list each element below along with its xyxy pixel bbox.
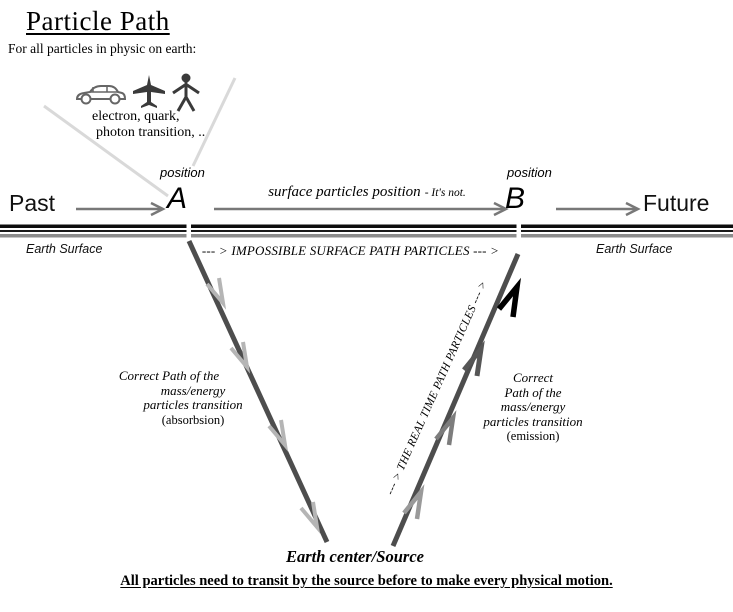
- absorption-caption: Correct Path of the mass/energy particle…: [112, 368, 274, 427]
- icons-caption-line2: photon transition, ..: [96, 125, 206, 140]
- emission-chevrons: [402, 277, 522, 520]
- past-arrow: [76, 201, 166, 217]
- down-chevron-icon: [267, 419, 289, 452]
- surface-arrow-label: surface particles position: [268, 184, 421, 200]
- absorption-caption-line: particles transition: [143, 397, 243, 412]
- person-icon: [170, 73, 202, 113]
- absorption-chevrons: [205, 277, 321, 534]
- surface-break-a: [186, 223, 191, 239]
- emission-caption-line: mass/energy: [500, 399, 566, 414]
- earth-surface-label-left: Earth Surface: [26, 242, 103, 256]
- emission-caption-line: Correct: [513, 370, 553, 385]
- past-label: Past: [9, 190, 56, 216]
- absorption-caption-line: mass/energy: [160, 382, 226, 398]
- point-b-label: B: [505, 182, 526, 215]
- up-chevron-icon: [496, 277, 522, 318]
- impossible-path-label: --- > IMPOSSIBLE SURFACE PATH PARTICLES …: [201, 243, 500, 258]
- down-chevron-icon: [299, 501, 321, 534]
- point-a-label: A: [167, 182, 188, 215]
- surface-position-arrow: [214, 201, 509, 217]
- emission-mode-label: (emission): [506, 429, 560, 443]
- bottom-note: All particles need to transit by the sou…: [120, 573, 613, 589]
- callout-line-left: [43, 104, 169, 198]
- surface-arrow-note: - It's not.: [424, 187, 466, 199]
- future-label: Future: [643, 190, 710, 216]
- down-chevron-icon: [229, 341, 251, 374]
- emission-caption: Correct Path of the mass/energy particle…: [477, 370, 589, 444]
- up-chevron-icon: [434, 410, 457, 446]
- earth-center-label: Earth center/Source: [286, 547, 424, 566]
- position-label-a: position: [160, 165, 205, 180]
- page-title: Particle Path: [26, 6, 170, 36]
- absorption-mode-label: (absorbsion): [161, 412, 225, 427]
- future-arrow: [556, 201, 641, 217]
- surface-arrow-caption: surface particles position - It's not.: [222, 183, 512, 201]
- emission-caption-line: Path of the: [504, 384, 562, 400]
- up-chevron-icon: [462, 340, 485, 377]
- down-chevron-icon: [205, 277, 227, 310]
- airplane-icon: [131, 74, 167, 112]
- emission-caption-line: particles transition: [483, 413, 583, 429]
- surface-break-b: [516, 223, 521, 239]
- earth-surface-line: [0, 223, 733, 239]
- up-chevron-icon: [402, 484, 425, 520]
- callout-line-right: [191, 77, 237, 167]
- car-icon: [73, 82, 127, 106]
- icons-caption-line1: electron, quark,: [92, 109, 180, 124]
- position-label-b: position: [507, 165, 552, 180]
- earth-surface-label-right: Earth Surface: [596, 242, 673, 256]
- intro-text: For all particles in physic on earth:: [8, 41, 197, 56]
- absorption-caption-line: Correct Path of the: [118, 368, 220, 383]
- icons-caption: electron, quark, photon transition, ..: [92, 109, 205, 141]
